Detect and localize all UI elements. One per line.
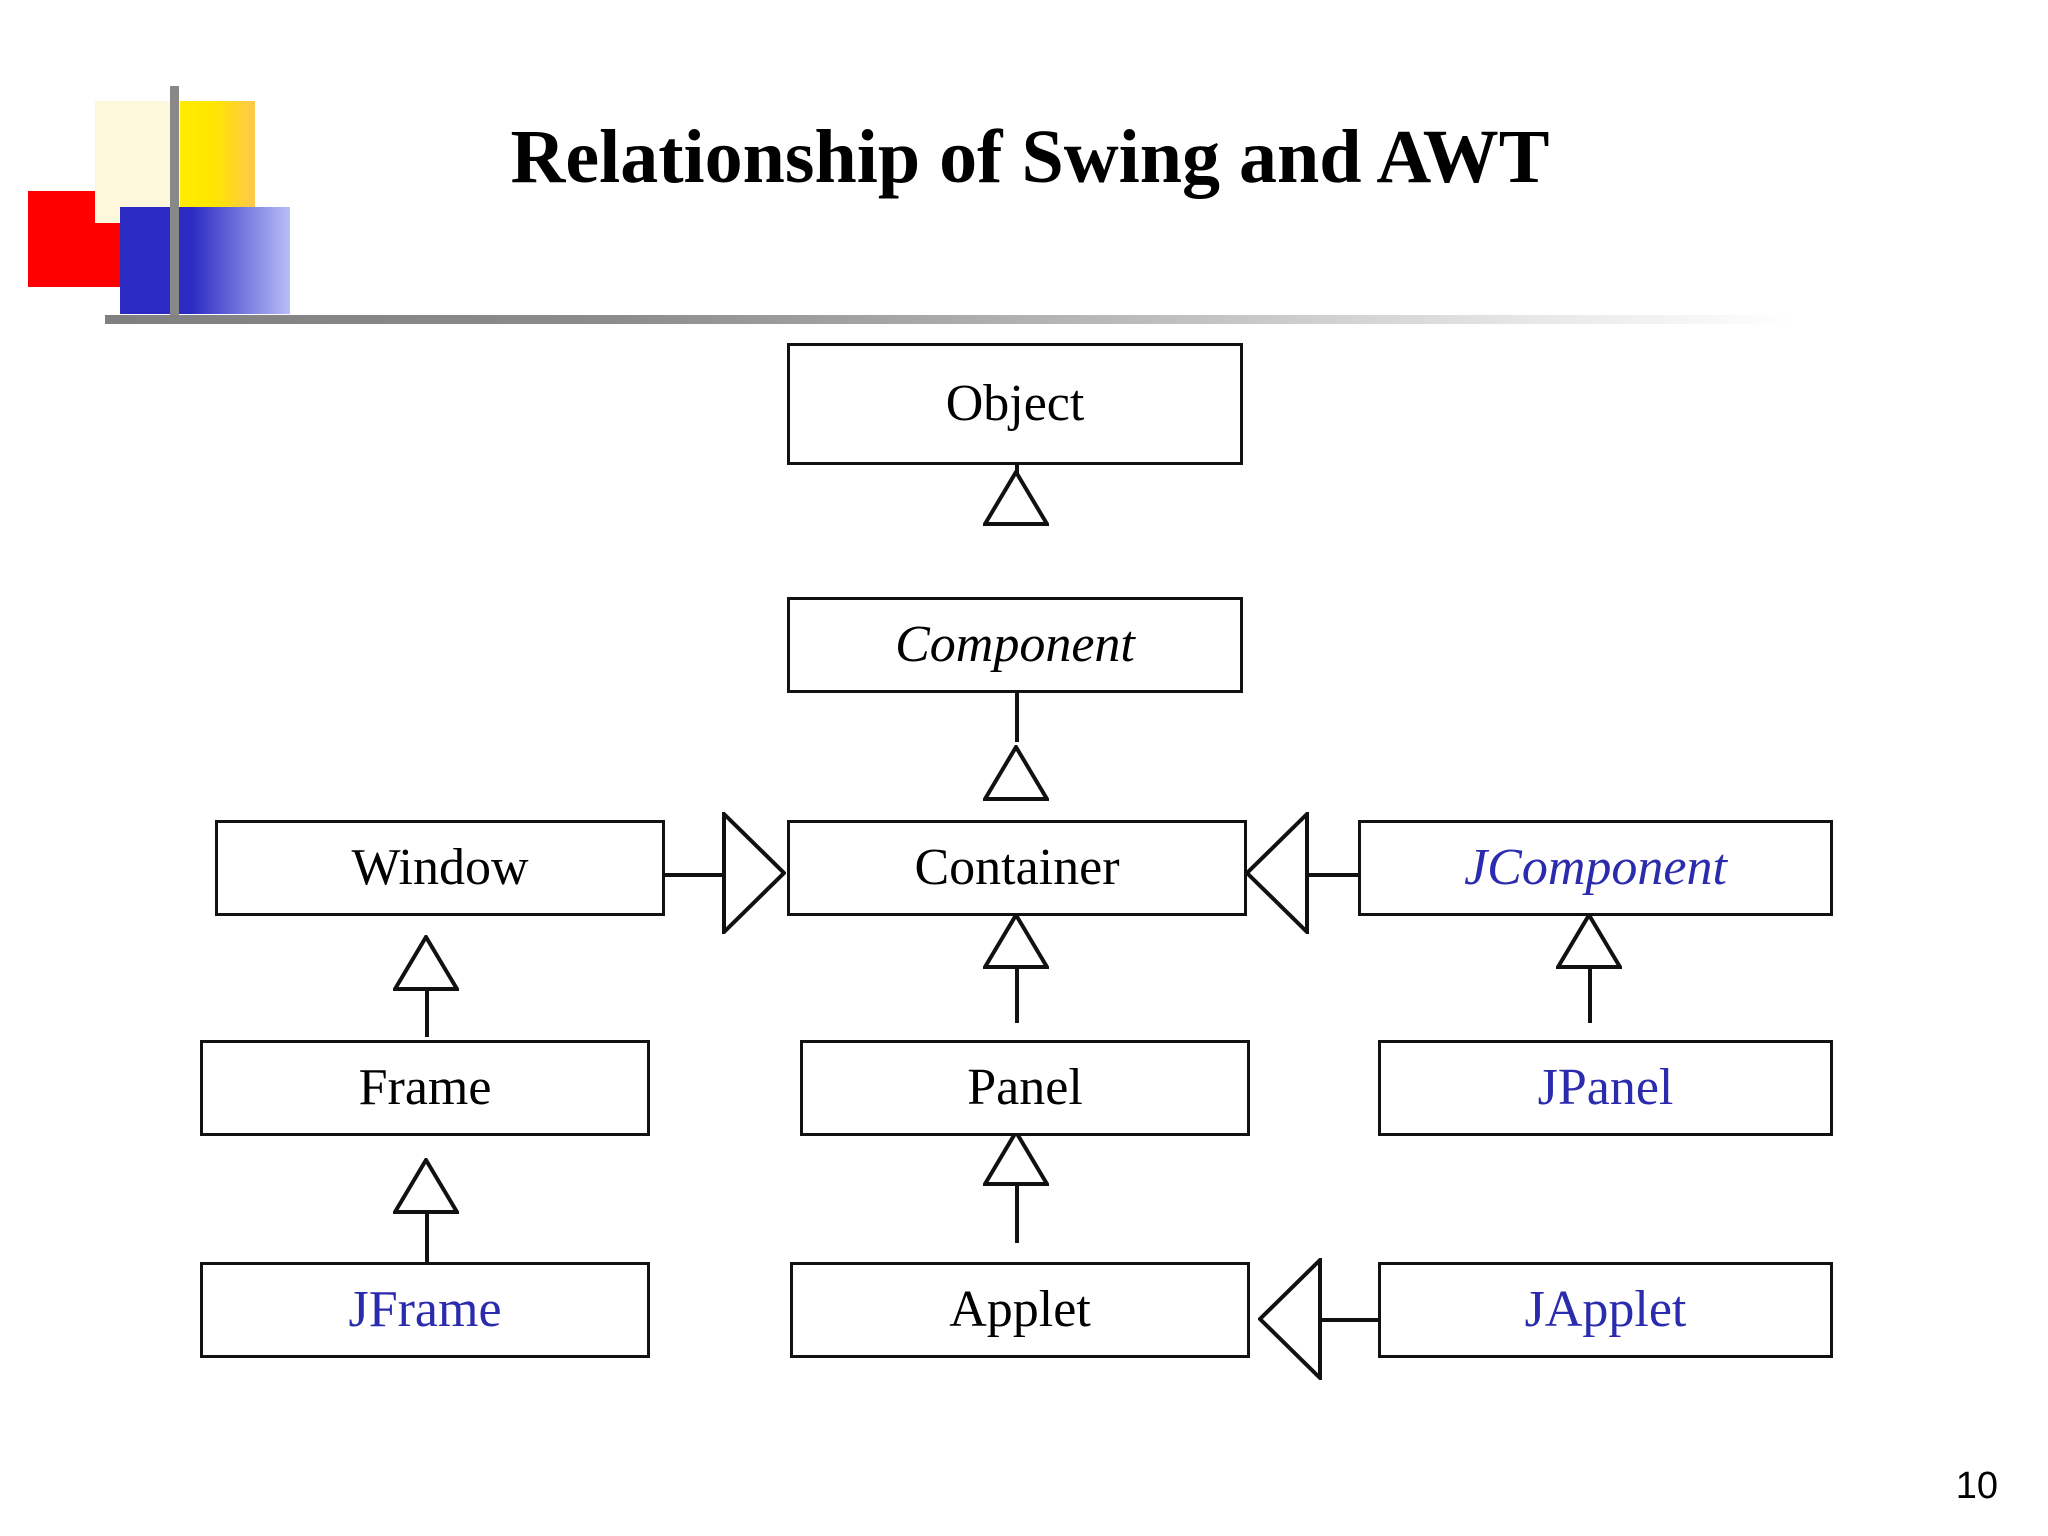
class-box-component[interactable]: Component [787,597,1243,693]
class-label-window: Window [351,839,529,896]
class-box-object[interactable]: Object [787,343,1243,465]
class-box-window[interactable]: Window [215,820,665,916]
edge-window-to-container-line [663,873,726,877]
class-label-applet: Applet [949,1281,1091,1338]
page-title: Relationship of Swing and AWT [510,115,1550,199]
edge-container-to-component-line [1015,690,1019,742]
class-label-jpanel: JPanel [1537,1059,1674,1116]
class-label-component: Component [895,616,1135,673]
page-number: 10 [1955,1465,1998,1507]
edge-japplet-to-applet-line [1318,1318,1378,1322]
class-label-japplet: JApplet [1524,1281,1687,1338]
edge-jcomponent-to-container-line [1300,873,1358,877]
logo-yellow-square [180,101,255,223]
edge-jpanel-to-jcomponent-line [1588,965,1592,1023]
class-box-frame[interactable]: Frame [200,1040,650,1136]
arrowhead-container-to-component [983,745,1049,801]
class-box-container[interactable]: Container [787,820,1247,916]
edge-panel-to-container-line [1015,965,1019,1023]
class-label-panel: Panel [967,1059,1083,1116]
class-label-frame: Frame [358,1059,492,1116]
arrowhead-window-to-container [722,812,786,934]
class-label-container: Container [914,839,1120,896]
arrowhead-jframe-to-frame [393,1158,459,1214]
arrowhead-jpanel-to-jcomponent [1556,913,1622,969]
class-box-japplet[interactable]: JApplet [1378,1262,1833,1358]
arrowhead-jcomponent-to-container [1245,812,1309,934]
class-box-jpanel[interactable]: JPanel [1378,1040,1833,1136]
edge-applet-to-panel-line [1015,1185,1019,1243]
class-box-applet[interactable]: Applet [790,1262,1250,1358]
title-divider [105,315,1795,324]
edge-jframe-to-frame-line [425,1210,429,1262]
arrowhead-panel-to-container [983,913,1049,969]
edge-frame-to-window-line [425,985,429,1037]
arrowhead-japplet-to-applet [1258,1258,1322,1380]
logo-blue-square [120,207,290,314]
arrowhead-frame-to-window [393,935,459,991]
class-label-object: Object [945,375,1085,432]
class-label-jcomponent: JComponent [1464,839,1727,896]
class-label-jframe: JFrame [348,1281,502,1338]
class-box-jframe[interactable]: JFrame [200,1262,650,1358]
logo-vertical-bar [170,86,179,321]
arrowhead-applet-to-panel [983,1130,1049,1186]
arrowhead-component-to-object [983,470,1049,526]
class-box-jcomponent[interactable]: JComponent [1358,820,1833,916]
class-box-panel[interactable]: Panel [800,1040,1250,1136]
